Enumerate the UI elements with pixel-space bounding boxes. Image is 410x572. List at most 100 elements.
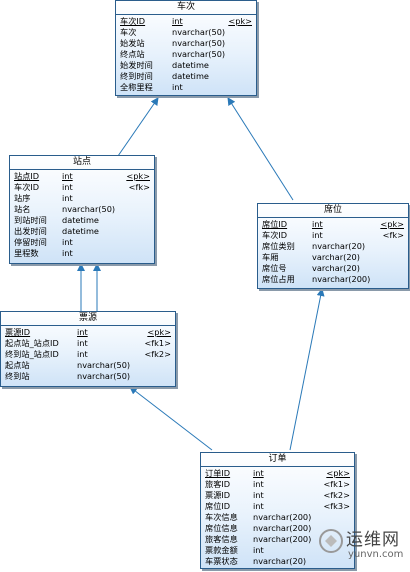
column-type: varchar(20) xyxy=(312,263,360,273)
column-type: int xyxy=(77,338,88,348)
column-type: nvarchar(200) xyxy=(312,274,371,284)
column-name: 站名 xyxy=(14,204,31,214)
site-watermark: 运维网 yunvn.com xyxy=(318,520,410,570)
entity-title: 站点 xyxy=(10,156,154,170)
column-type: nvarchar(50) xyxy=(172,49,226,59)
column-type: int xyxy=(253,490,264,500)
column-name: 出发时间 xyxy=(14,226,47,236)
column-name: 票源ID xyxy=(5,327,31,337)
entity-title: 车次 xyxy=(116,1,256,15)
rel-order-to-ticket-source xyxy=(129,386,213,451)
column-key: <fk3> xyxy=(323,501,350,511)
column-name: 车次 xyxy=(120,27,137,37)
column-type: nvarchar(50) xyxy=(62,204,116,214)
column-row: 席位占用 nvarchar(200) xyxy=(262,274,404,285)
column-type: int xyxy=(62,193,73,203)
column-type: int xyxy=(253,501,264,511)
column-type: datetime xyxy=(172,71,209,81)
column-type: nvarchar(200) xyxy=(253,534,312,544)
column-name: 终到站 xyxy=(5,371,30,381)
column-row: 终到时间 datetime xyxy=(120,71,252,82)
column-type: nvarchar(20) xyxy=(312,241,366,251)
entity-title: 票源 xyxy=(1,312,175,326)
column-name: 车次ID xyxy=(14,182,40,192)
column-type: int xyxy=(253,545,264,555)
column-row: 起点站_站点ID int <fk1> xyxy=(5,338,171,349)
column-key: <fk1> xyxy=(323,479,350,489)
column-key: <pk> xyxy=(228,16,252,26)
column-name: 订单ID xyxy=(205,468,231,478)
column-type: int xyxy=(172,16,183,26)
column-name: 停留时间 xyxy=(14,237,47,247)
column-name: 站序 xyxy=(14,193,31,203)
column-row: 终到站 nvarchar(50) xyxy=(5,371,171,382)
column-type: varchar(20) xyxy=(312,252,360,262)
column-key: <fk1> xyxy=(144,338,171,348)
column-type: nvarchar(50) xyxy=(77,371,131,381)
column-key: <pk> xyxy=(126,171,150,181)
column-name: 旅客信息 xyxy=(205,534,238,544)
column-type: int xyxy=(62,182,73,192)
column-key: <fk2> xyxy=(323,490,350,500)
column-type: int xyxy=(312,230,323,240)
column-name: 席位占用 xyxy=(262,274,295,284)
column-key: <fk> xyxy=(128,182,150,192)
column-type: nvarchar(50) xyxy=(77,360,131,370)
column-name: 到站时间 xyxy=(14,215,47,225)
column-name: 始发站 xyxy=(120,38,145,48)
column-type: nvarchar(20) xyxy=(253,556,307,566)
watermark-cn-text: 运维网 xyxy=(346,530,400,550)
column-name: 终到时间 xyxy=(120,71,153,81)
column-name: 席位信息 xyxy=(205,523,238,533)
column-row: 车次ID int <fk> xyxy=(14,182,150,193)
column-name: 票款金额 xyxy=(205,545,238,555)
column-name: 车次信息 xyxy=(205,512,238,522)
column-name: 始发时间 xyxy=(120,60,153,70)
column-row: 站名 nvarchar(50) xyxy=(14,204,150,215)
column-name: 起点站_站点ID xyxy=(5,338,59,348)
column-type: nvarchar(200) xyxy=(253,523,312,533)
column-type: int xyxy=(62,248,73,258)
column-name: 全称里程 xyxy=(120,82,153,92)
rel-order-to-seat xyxy=(289,288,325,451)
column-key: <pk> xyxy=(326,468,350,478)
column-name: 席位ID xyxy=(262,219,288,229)
column-name: 席位ID xyxy=(205,501,231,511)
watermark-logo-icon xyxy=(319,529,343,553)
watermark-en-text: yunvn.com xyxy=(348,549,404,560)
rel-seat-to-trip xyxy=(227,97,294,201)
column-key: <pk> xyxy=(380,219,404,229)
entity-title: 订单 xyxy=(201,453,354,467)
column-type: datetime xyxy=(62,215,99,225)
column-type: int xyxy=(172,82,183,92)
column-type: int xyxy=(77,327,88,337)
column-row: 站序 int xyxy=(14,193,150,204)
